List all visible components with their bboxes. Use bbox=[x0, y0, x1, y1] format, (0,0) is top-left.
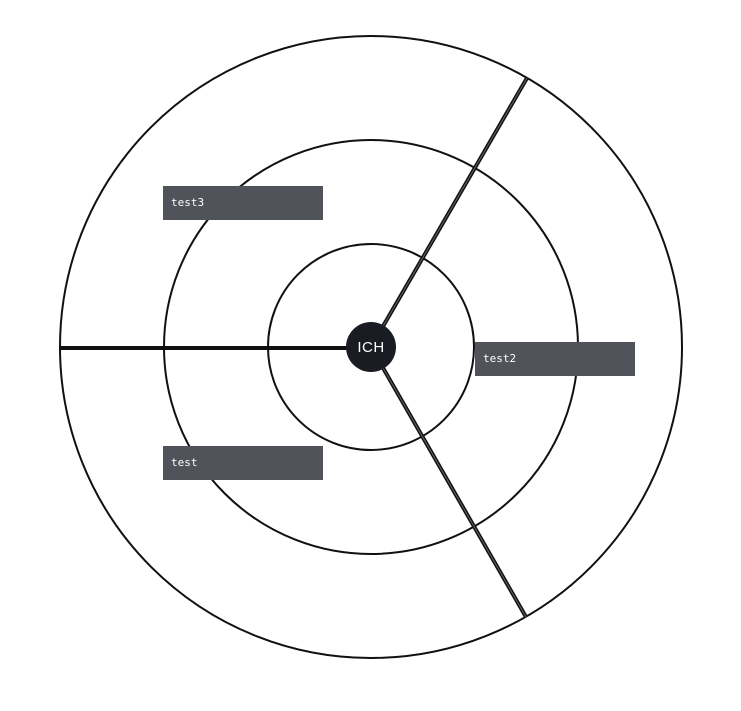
sector-divider-lower-right bbox=[369, 346, 528, 618]
item-tag-test3[interactable]: test3 bbox=[163, 186, 323, 220]
center-node-label: ICH bbox=[357, 339, 384, 356]
center-node-circle bbox=[346, 322, 396, 372]
sector-divider-upper-right-highlight bbox=[370, 77, 528, 348]
item-tag-test2[interactable]: test2 bbox=[475, 342, 635, 376]
center-node[interactable]: ICH bbox=[346, 322, 396, 372]
item-tag-test[interactable]: test bbox=[163, 446, 323, 480]
sector-divider-upper-right bbox=[369, 76, 529, 349]
sector-divider-lower-right-highlight bbox=[370, 346, 527, 618]
